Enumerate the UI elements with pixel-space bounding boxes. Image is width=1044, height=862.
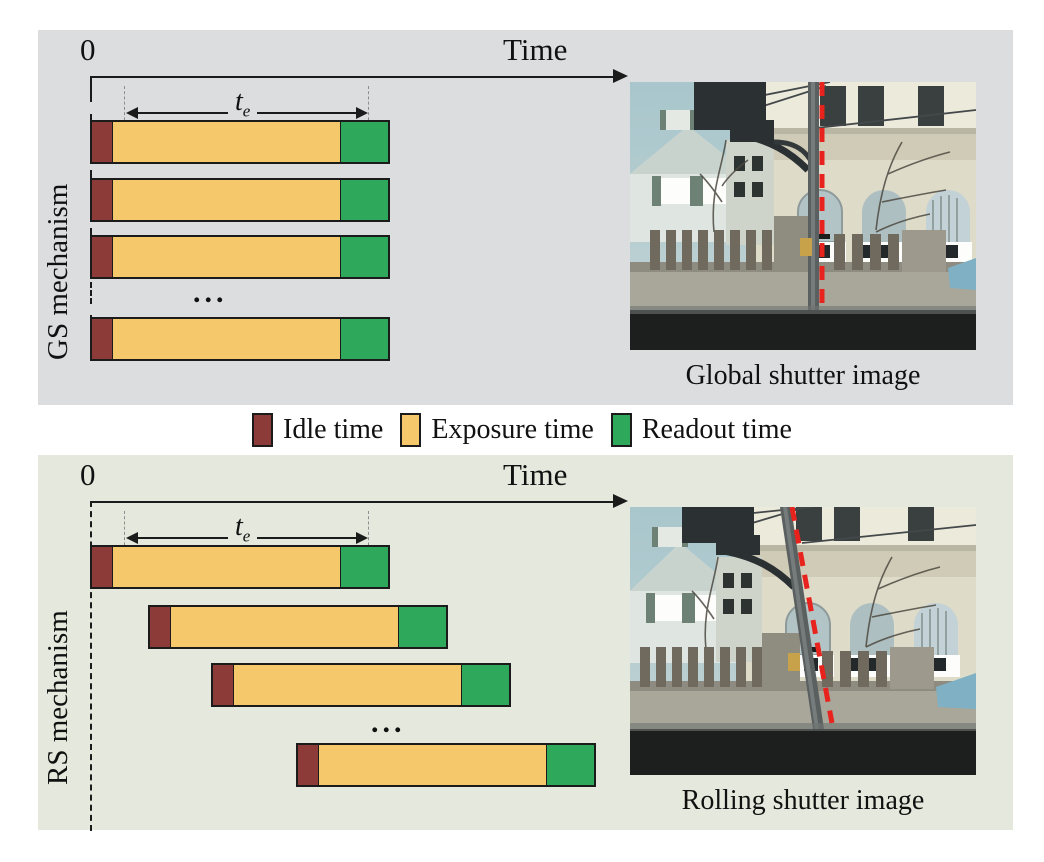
exposure-segment: [112, 319, 341, 359]
rs-ellipsis: ...: [371, 706, 406, 739]
table-row: [90, 235, 390, 279]
rs-te-guide-left: [124, 511, 125, 561]
gs-side-label: GS mechanism: [42, 183, 74, 360]
gs-mechanism-panel: 0 Time te ... GS mechanism: [38, 30, 1013, 405]
exposure-color-swatch: [400, 413, 422, 447]
gs-te-guide-left: [124, 86, 125, 136]
exposure-segment: [233, 665, 462, 705]
exposure-segment: [170, 607, 399, 647]
readout-segment: [340, 122, 388, 162]
exposure-segment: [112, 122, 341, 162]
global-shutter-photo: [630, 82, 976, 350]
legend: Idle time Exposure time Readout time: [0, 405, 1044, 455]
exposure-segment: [318, 745, 547, 785]
red-dashed-marker-line: [789, 507, 835, 724]
gs-te-guide-right: [368, 86, 369, 136]
gs-axis-zero-label: 0: [80, 32, 96, 67]
gs-te-label: te: [228, 86, 258, 121]
table-row: [90, 545, 390, 589]
idle-segment: [92, 122, 113, 162]
gs-te-arrow-right-icon: [356, 107, 368, 119]
rs-mechanism-panel: 0 Time te ... RS mechanism: [38, 455, 1013, 831]
table-row: [90, 120, 390, 164]
gs-row-dash: [90, 282, 92, 304]
idle-color-swatch: [252, 413, 274, 447]
readout-segment: [398, 607, 446, 647]
exposure-segment: [112, 237, 341, 277]
gs-te-symbol: t: [235, 86, 243, 117]
rs-axis-time-label: Time: [503, 457, 568, 492]
readout-segment: [546, 745, 594, 785]
gs-axis-origin-tick: [90, 76, 92, 102]
global-shutter-caption: Global shutter image: [685, 360, 921, 391]
legend-item-idle: Idle time: [252, 413, 383, 447]
rs-time-axis-arrowhead-icon: [613, 494, 628, 508]
gs-ellipsis: ...: [193, 276, 228, 309]
gs-time-axis-arrowhead-icon: [613, 69, 628, 83]
rs-time-axis-line: [90, 501, 615, 503]
idle-segment: [92, 547, 113, 587]
table-row: [211, 663, 511, 707]
gs-time-axis-line: [90, 76, 615, 78]
table-row: [296, 743, 596, 787]
readout-segment: [461, 665, 509, 705]
idle-segment: [298, 745, 319, 785]
gs-axis-time-label: Time: [503, 32, 568, 67]
idle-segment: [150, 607, 171, 647]
legend-item-exposure: Exposure time: [400, 413, 594, 447]
legend-label-readout: Readout time: [641, 414, 792, 445]
rolling-shutter-scene: [630, 507, 976, 775]
idle-segment: [92, 237, 113, 277]
rs-side-label: RS mechanism: [42, 610, 74, 785]
readout-color-swatch: [610, 413, 632, 447]
idle-segment: [92, 180, 113, 220]
table-row: [90, 178, 390, 222]
table-row: [148, 605, 448, 649]
legend-label-idle: Idle time: [283, 414, 384, 445]
idle-segment: [92, 319, 113, 359]
rs-te-label: te: [228, 511, 258, 546]
legend-item-readout: Readout time: [610, 413, 792, 447]
rs-te-arrow-left-icon: [126, 532, 138, 544]
exposure-segment: [112, 547, 341, 587]
readout-segment: [340, 547, 388, 587]
rolling-shutter-photo: [630, 507, 976, 775]
rs-axis-zero-label: 0: [80, 457, 96, 492]
readout-segment: [340, 180, 388, 220]
rs-te-guide-right: [368, 511, 369, 561]
idle-segment: [213, 665, 234, 705]
gs-te-subscript: e: [242, 101, 251, 121]
rs-te-arrow-right-icon: [356, 532, 368, 544]
legend-label-exposure: Exposure time: [431, 414, 594, 445]
readout-segment: [340, 237, 388, 277]
rs-origin-dashed-line: [90, 501, 92, 831]
rs-te-subscript: e: [242, 526, 251, 546]
readout-segment: [340, 319, 388, 359]
table-row: [90, 317, 390, 361]
rs-te-symbol: t: [235, 511, 243, 542]
exposure-segment: [112, 180, 341, 220]
rolling-shutter-caption: Rolling shutter image: [681, 785, 925, 816]
gs-te-arrow-left-icon: [126, 107, 138, 119]
global-shutter-scene: [630, 82, 976, 350]
